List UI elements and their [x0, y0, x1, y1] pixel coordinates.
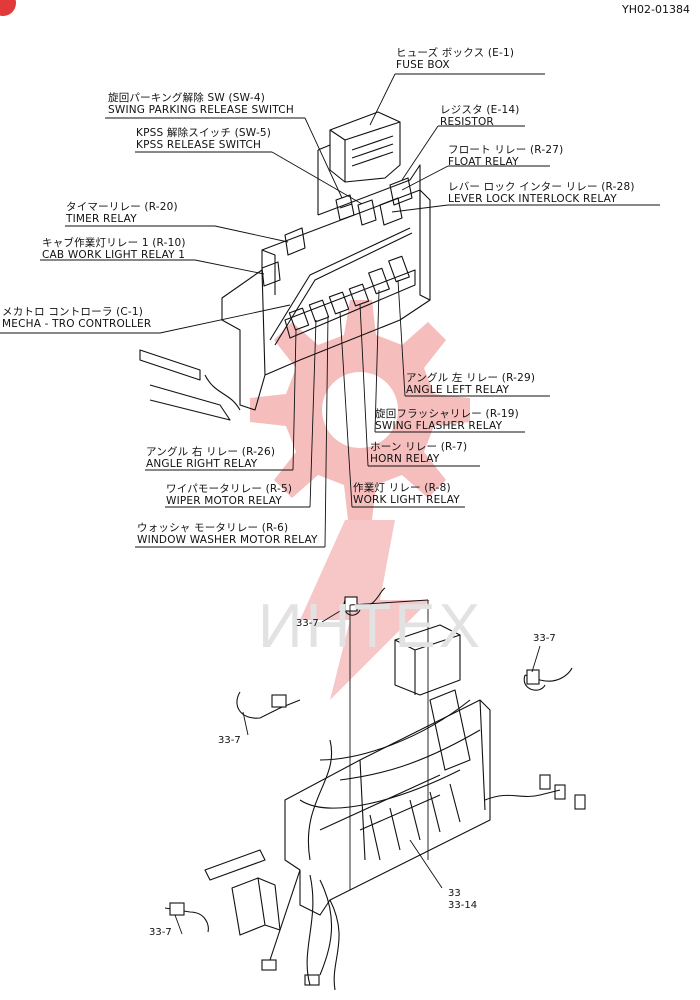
corner-tab-marker — [0, 0, 16, 16]
label-window-washer-motor-relay: ウォッシャ モータリレー (R-6)WINDOW WASHER MOTOR RE… — [137, 522, 318, 546]
pigtail-bottom-plug — [169, 902, 185, 916]
upper-leader-lines — [0, 73, 660, 548]
callout-33-7-bottom: 33-7 — [149, 927, 172, 938]
pigtail-top — [343, 587, 386, 616]
label-swing-flasher-relay: 旋回フラッシャリレー (R-19)SWING FLASHER RELAY — [375, 408, 519, 432]
bracket-top-plate — [317, 144, 421, 216]
harness-plug-5 — [304, 974, 320, 986]
connector-pigtails — [164, 587, 586, 986]
label-resistor: レジスタ (E-14)RESISTOR — [440, 104, 520, 128]
relay-blocks — [288, 255, 410, 331]
lower-frame-inner — [319, 699, 486, 861]
controller-harness — [269, 227, 413, 346]
harness-bottom-wires — [269, 869, 340, 991]
callout-33-14: 33-14 — [448, 900, 478, 911]
label-angle-right-relay: アングル 右 リレー (R-26)ANGLE RIGHT RELAY — [146, 446, 276, 470]
watermark-bolt — [300, 520, 430, 700]
watermark-gear-hole — [322, 372, 398, 448]
label-work-light-relay: 作業灯 リレー (R-8)WORK LIGHT RELAY — [353, 482, 460, 506]
pigtail-top-plug — [344, 596, 358, 612]
upper-assembly-drawing — [139, 111, 431, 421]
relay-row-rail — [284, 269, 416, 339]
lower-assembly-drawing — [204, 624, 561, 991]
cab-relay-shape — [261, 261, 281, 287]
callout-33-7-top: 33-7 — [296, 618, 319, 629]
callout-33-harness: 33 — [448, 888, 461, 899]
callout-33-7-left: 33-7 — [218, 735, 241, 746]
fuse-box-shape — [329, 111, 401, 183]
label-lever-lock-interlock-relay: レバー ロック インター リレー (R-28)LEVER LOCK INTERL… — [448, 181, 635, 205]
callout-33-7-right: 33-7 — [533, 633, 556, 644]
pigtail-left — [236, 691, 301, 719]
relay-r27-shape — [389, 177, 413, 206]
harness-plug-1 — [539, 774, 551, 790]
label-swing-parking-release-switch: 旋回パーキング解除 SW (SW-4)SWING PARKING RELEASE… — [108, 92, 294, 116]
lower-relay-row — [359, 783, 461, 861]
document-id: YH02-01384 — [622, 3, 690, 16]
pigtail-right — [523, 667, 573, 691]
switch-sw5-shape — [357, 199, 377, 226]
harness-plug-3 — [574, 794, 586, 810]
label-cab-work-light-relay: キャブ作業灯リレー 1 (R-10)CAB WORK LIGHT RELAY 1 — [42, 237, 186, 261]
label-kpss-release-switch: KPSS 解除スイッチ (SW-5)KPSS RELEASE SWITCH — [136, 127, 272, 151]
label-angle-left-relay: アングル 左 リレー (R-29)ANGLE LEFT RELAY — [406, 372, 536, 396]
label-float-relay: フロート リレー (R-27)FLOAT RELAY — [448, 144, 564, 168]
label-fuse-box: ヒューズ ボックス (E-1)FUSE BOX — [396, 47, 515, 71]
lower-left-block — [231, 877, 281, 936]
lower-leader-lines — [174, 599, 541, 935]
lower-left-fitting — [204, 849, 266, 881]
watermark-text: ИНТЕХ — [258, 592, 483, 661]
lower-fuse-box — [394, 624, 461, 696]
pigtail-left-plug — [271, 694, 287, 708]
label-horn-relay: ホーン リレー (R-7)HORN RELAY — [370, 441, 468, 465]
pigtail-right-plug — [526, 669, 540, 685]
watermark-gear-emblem — [250, 300, 470, 700]
left-pipe — [139, 349, 241, 421]
timer-relay-shape — [284, 227, 306, 256]
label-timer-relay: タイマーリレー (R-20)TIMER RELAY — [66, 201, 178, 225]
harness-plug-4 — [261, 959, 277, 971]
harness-plug-2 — [554, 784, 566, 800]
lower-frame-outline — [284, 699, 491, 916]
fuse-box-ribs — [351, 135, 394, 167]
label-wiper-motor-relay: ワイパモータリレー (R-5)WIPER MOTOR RELAY — [166, 483, 293, 507]
main-wire-harness — [299, 699, 481, 861]
harness-right-wire — [484, 789, 561, 801]
pigtail-bottom — [164, 907, 209, 933]
main-frame-outline — [221, 189, 431, 411]
lower-tall-bracket — [429, 689, 471, 771]
label-mecha-tro-controller: メカトロ コントローラ (C-1)MECHA - TRO CONTROLLER — [2, 306, 152, 330]
